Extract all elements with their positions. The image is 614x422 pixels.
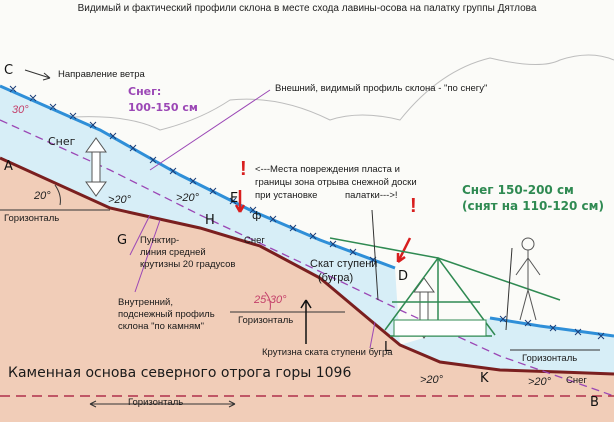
horizontal-label-right: Горизонталь (522, 353, 578, 364)
point-c: C (4, 63, 14, 78)
snow-depth-upper-label: Снег: (128, 85, 162, 98)
snow-depth-upper-value: 100-150 см (128, 101, 198, 114)
diagram-title: Видимый и фактический профили склона в м… (77, 3, 537, 14)
inner-profile-label-3: склона "по камням" (118, 321, 205, 332)
point-e: E (230, 191, 239, 206)
rock-base (0, 158, 614, 422)
bedrock-label: Каменная основа северного отрога горы 10… (8, 365, 352, 381)
average-slope-dashed-line (0, 119, 614, 397)
step-slope-sub: (бугра) (318, 272, 354, 284)
snow-surface-crosses (9, 85, 605, 340)
point-phi: ф (252, 209, 262, 222)
angle-bottom-20-a: >20° (420, 374, 444, 386)
dashed-line-label-3: крутизны 20 градусов (140, 259, 236, 270)
horizontal-arrow-bottom (89, 400, 236, 408)
leader-inner-profile (134, 219, 161, 293)
point-b: B (590, 395, 599, 410)
point-l: L (384, 340, 392, 355)
step-slope-label: Скат ступени (310, 258, 378, 270)
snow-word-mid: Снег (244, 235, 265, 246)
wind-arrow (24, 69, 51, 81)
exclamation-mark-left: ! (240, 158, 247, 180)
snow-depth-tent-label: Снег 150-200 см (462, 183, 574, 197)
angle-bottom-20-b: >20° (528, 376, 552, 388)
point-a: A (4, 159, 13, 174)
angle-step: 25-30° (254, 294, 287, 306)
step-slope-arrow (300, 299, 312, 344)
snow-word-upper: Снег (48, 135, 76, 148)
leader-dashed-line (129, 214, 151, 256)
horizontal-label-left: Горизонталь (4, 213, 60, 224)
wind-direction-label: Направление ветра (58, 69, 145, 80)
damage-note-line2: границы зона отрыва снежной доски (255, 177, 417, 188)
angle-arc-left (54, 184, 61, 206)
snow-depth-arrow-upper (85, 137, 107, 197)
tent-floor (393, 319, 487, 337)
damage-note-line1: <---Места повреждения пласта и (255, 164, 400, 175)
snow-depth-tent-value: (снят на 110-120 см) (462, 199, 604, 213)
ski-pole-right (505, 247, 513, 331)
point-h: H (205, 213, 215, 228)
point-d: D (398, 269, 409, 284)
ski-pole-left (371, 209, 379, 301)
step-steepness-label: Крутизна ската ступени бугра (262, 347, 393, 358)
person-sketch (515, 237, 541, 321)
angle-left-20: 20° (34, 190, 51, 202)
red-arrow-E (234, 190, 246, 213)
horizontal-label-bottom: Горизонталь (128, 397, 184, 408)
dashed-line-label-2: линия средней (140, 247, 206, 258)
damage-note-line3a: при установке (255, 190, 318, 201)
point-g: G (117, 233, 128, 248)
damage-note-line3b: палатки--->! (345, 190, 398, 201)
outer-profile-label: Внешний, видимый профиль склона - "по сн… (275, 83, 488, 94)
angle-arc-step (264, 291, 271, 311)
dashed-line-label-1: Пунктир- (140, 235, 180, 246)
angle-mid-20: >20° (176, 192, 200, 204)
exclamation-mark-right: ! (410, 195, 417, 217)
inner-rock-profile (0, 156, 614, 376)
red-arrow-D (396, 237, 412, 264)
angle-left-20-b: >20° (108, 194, 132, 206)
horizontal-label-mid: Горизонталь (238, 315, 294, 326)
mountain-silhouette (39, 54, 614, 131)
inner-profile-label-1: Внутренний, (118, 297, 173, 308)
leader-outer-profile (149, 89, 271, 171)
leader-step-steepness (369, 321, 376, 349)
point-k: K (480, 371, 489, 386)
angle-top-left: 30° (12, 104, 29, 116)
snow-word-lower: Снег (566, 375, 587, 386)
inner-profile-label-2: подснежный профиль (118, 309, 215, 320)
